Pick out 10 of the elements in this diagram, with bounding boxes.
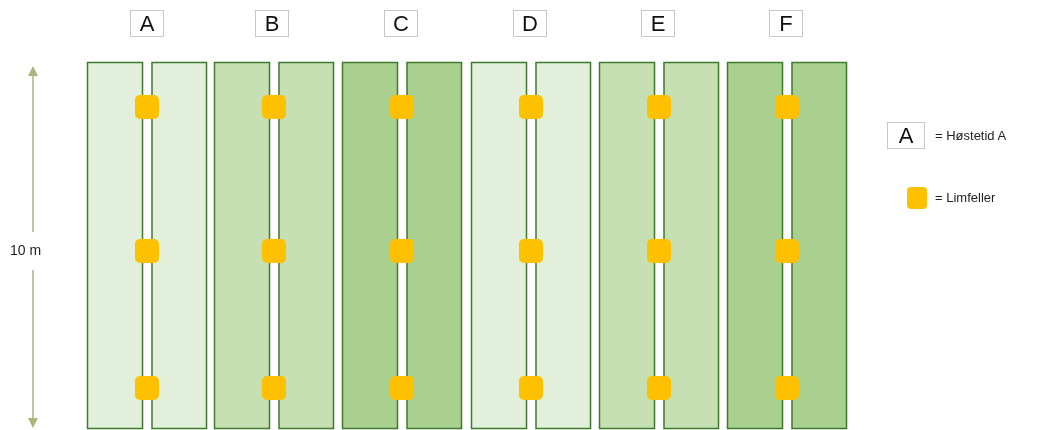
legend-letter-sample: A xyxy=(887,122,925,149)
plot-letter: A xyxy=(130,10,164,37)
plot-letter: C xyxy=(384,10,418,37)
plot-letter: E xyxy=(641,10,675,37)
legend-text: = Limfeller xyxy=(935,190,996,205)
legend-text: = Høstetid A xyxy=(935,128,1007,143)
plot-letter: B xyxy=(255,10,289,37)
plot-letter: D xyxy=(513,10,547,37)
plot-letter: F xyxy=(769,10,803,37)
dimension-label: 10 m xyxy=(10,242,42,258)
